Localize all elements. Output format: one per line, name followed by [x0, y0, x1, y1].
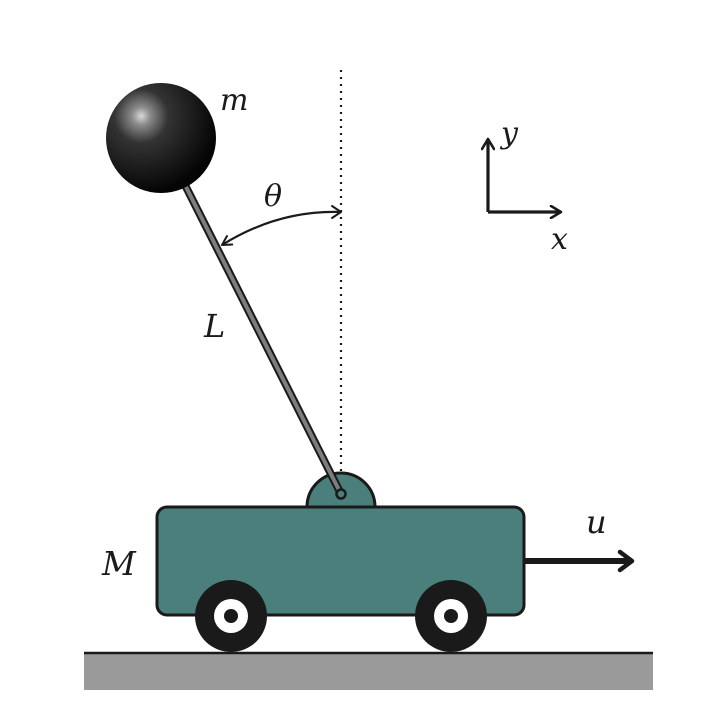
angle-arc-head-right	[331, 205, 342, 219]
ground	[84, 653, 653, 690]
pendulum-rod-core	[181, 179, 343, 496]
left-wheel	[195, 580, 267, 652]
y-axis-label: y	[499, 116, 519, 151]
angle-label: θ	[264, 179, 282, 214]
pendulum-bob	[106, 83, 216, 193]
x-axis-label: x	[551, 222, 568, 257]
rod-length-label: L	[203, 307, 225, 345]
pivot-pin	[335, 488, 347, 500]
right-wheel	[415, 580, 487, 652]
pendulum-mass-label: m	[220, 83, 248, 118]
cart-mass-label: M	[101, 544, 137, 583]
control-force-label: u	[586, 503, 607, 541]
angle-arc	[221, 210, 342, 246]
